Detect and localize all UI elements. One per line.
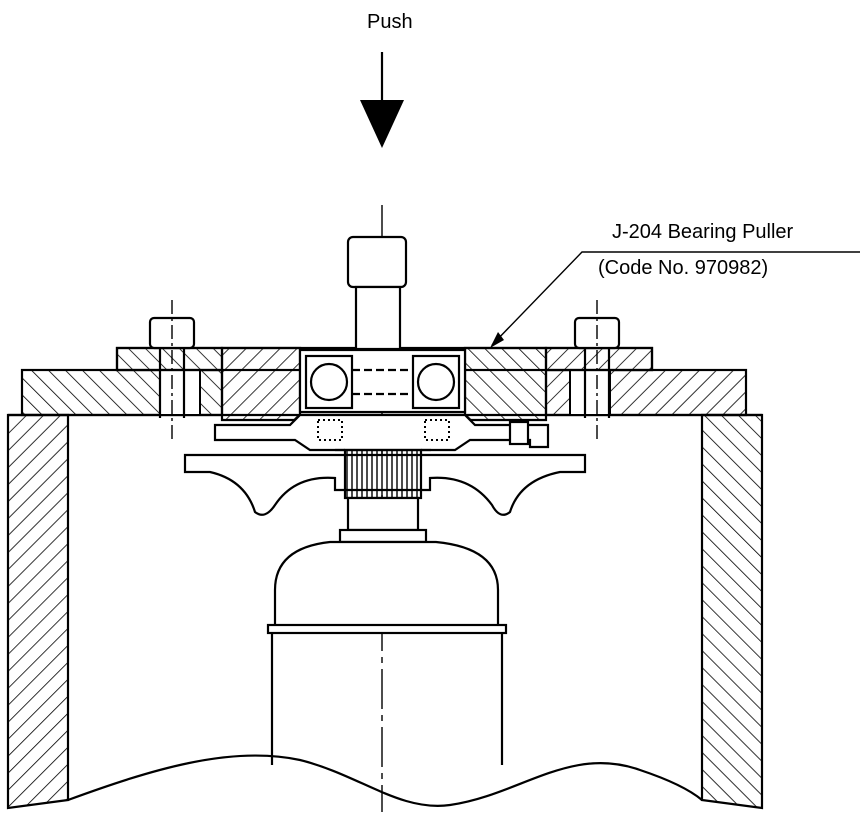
tool-code-label: (Code No. 970982)	[598, 257, 769, 279]
tool-name-label: J-204 Bearing Puller	[612, 221, 794, 243]
break-line	[67, 754, 703, 807]
leader-line	[491, 251, 860, 346]
housing-wall-right	[700, 413, 764, 810]
seal-right	[424, 419, 450, 441]
motor	[266, 540, 508, 765]
impeller	[183, 448, 587, 544]
bearing-ball-right	[416, 362, 456, 402]
housing-wall-left	[6, 413, 70, 810]
push-label: Push	[367, 11, 413, 33]
seal-left	[317, 419, 343, 441]
splined-hub	[343, 448, 423, 500]
bearing-ball-left	[309, 362, 349, 402]
flange-plate-right	[544, 368, 748, 417]
leader-arrowhead	[490, 332, 504, 348]
shaft	[346, 235, 408, 351]
retainer-plate	[213, 413, 550, 452]
bolt-left	[148, 300, 196, 440]
bearing	[298, 348, 467, 414]
flange-plate-left	[20, 368, 224, 417]
bolt-right	[573, 300, 621, 440]
push-arrow	[360, 52, 404, 148]
